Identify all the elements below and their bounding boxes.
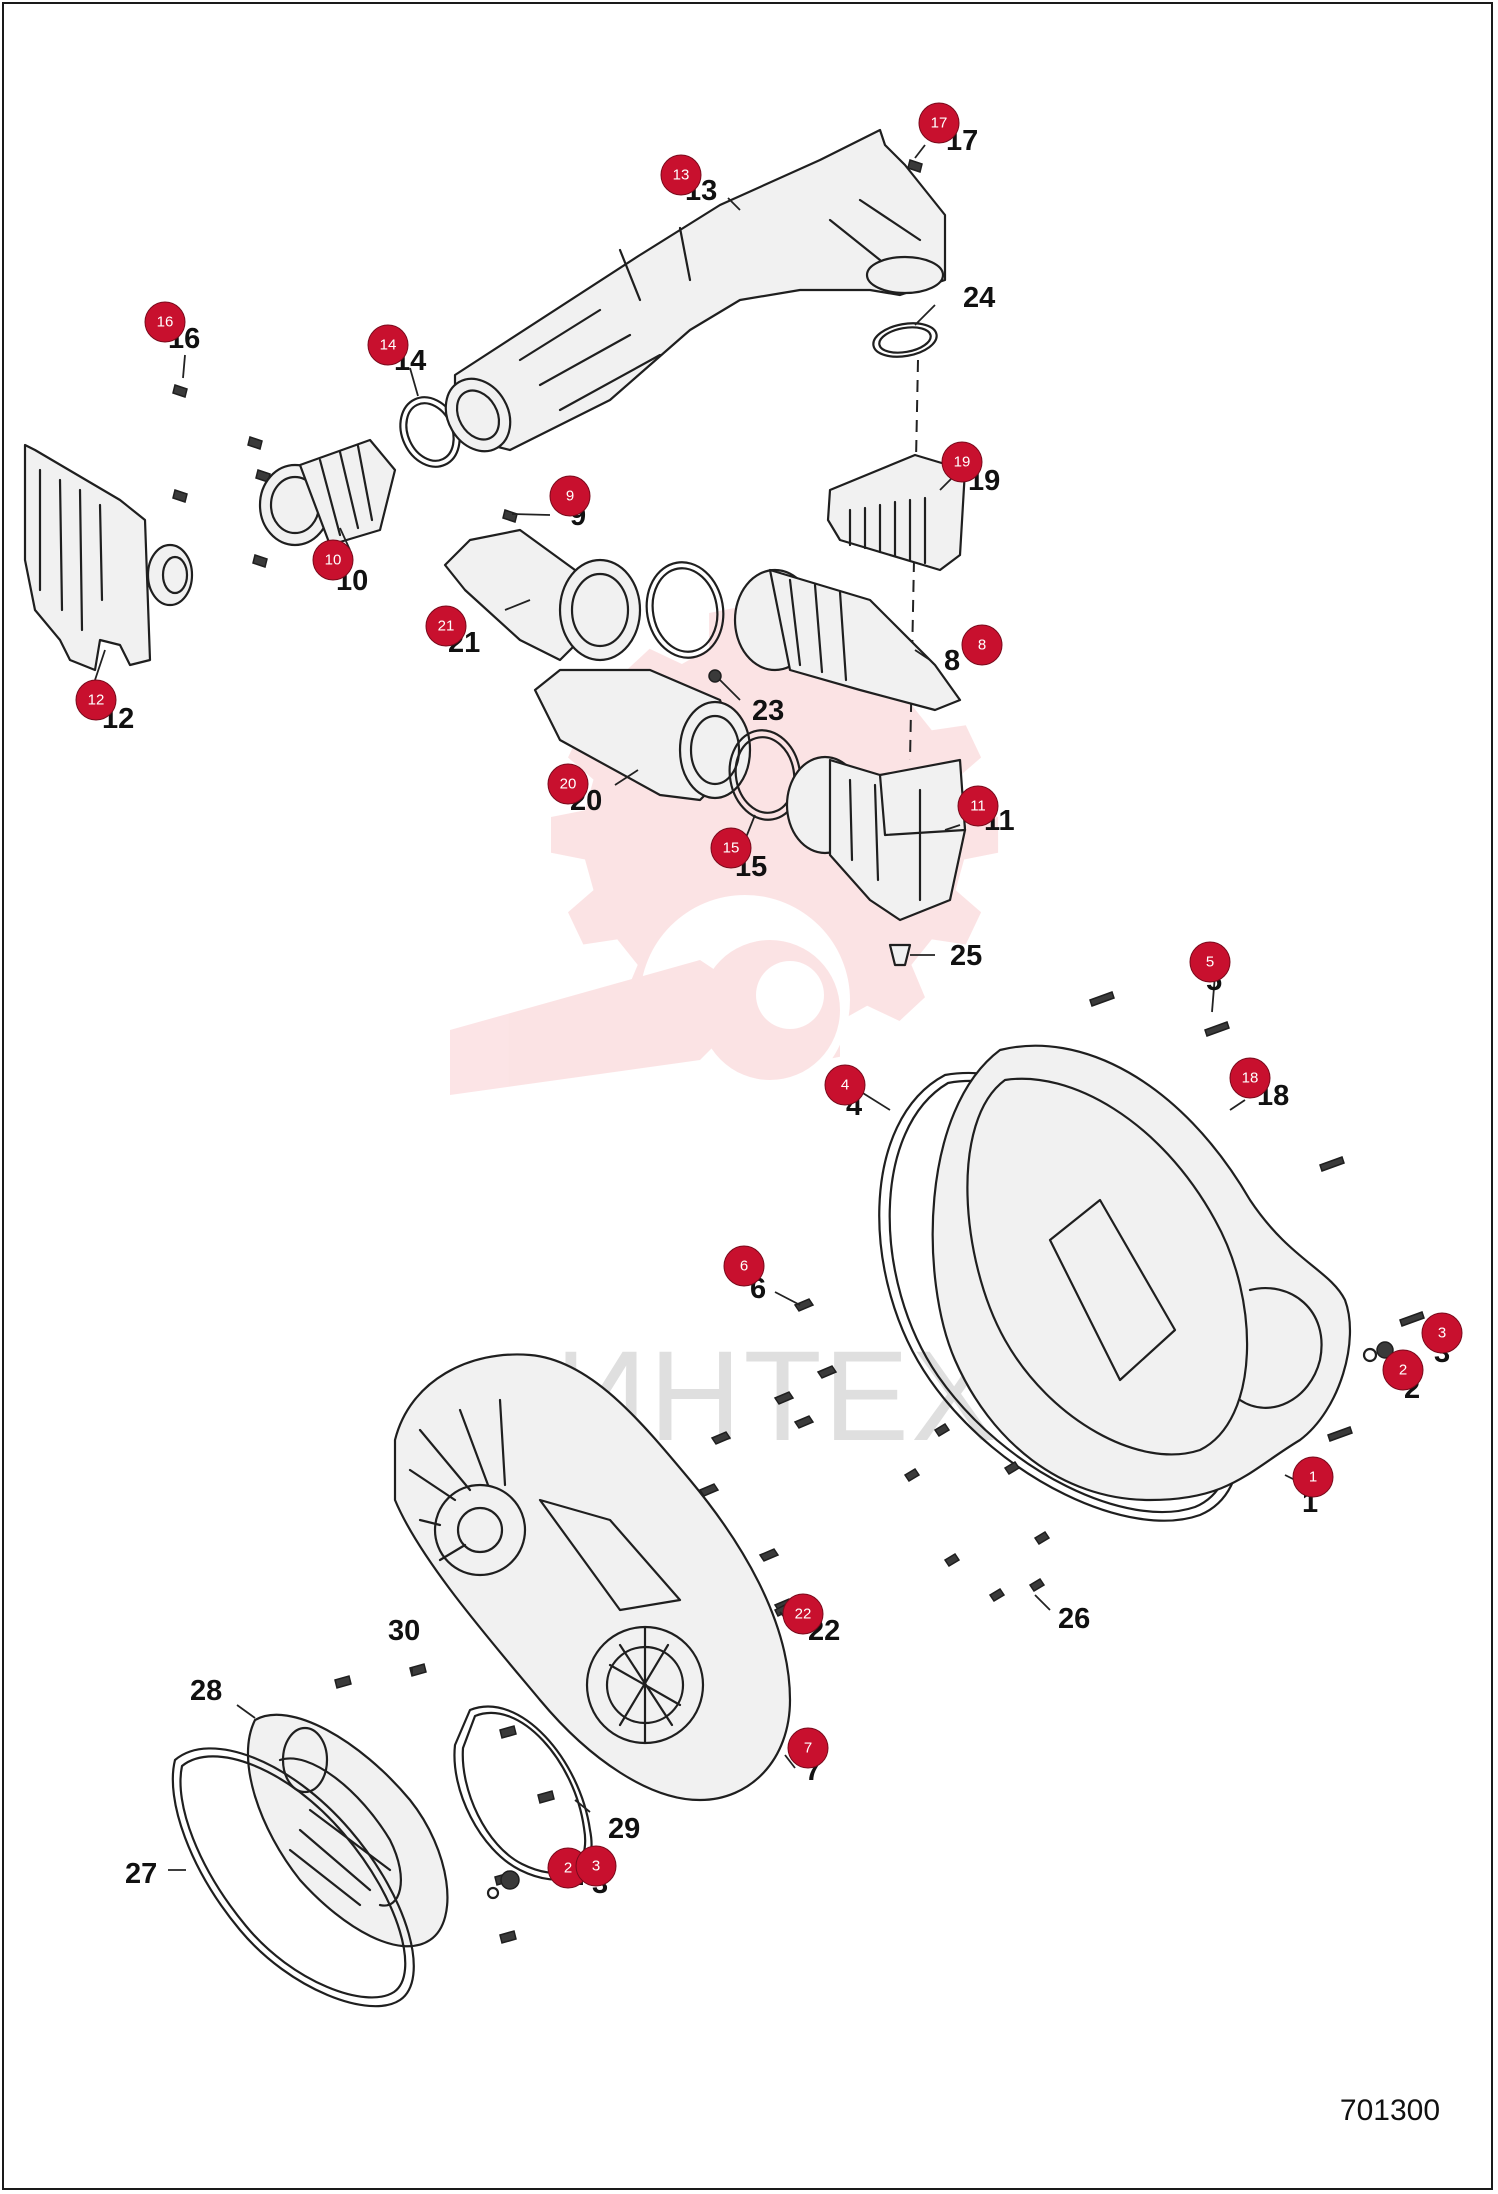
callout-badge-label-5: 5 [1206,954,1214,971]
callout-badge-3[interactable] [1421,1312,1463,1354]
callout-badge-18[interactable] [1229,1057,1271,1099]
callout-badge-label-3: 3 [1438,1325,1446,1342]
part-10-intake-boot [258,438,397,547]
part-21-duct-adaptor [443,528,642,662]
callout-number-28: 28 [190,1675,222,1707]
part-12-duct-housing [23,443,194,672]
callout-badge-15[interactable] [710,827,752,869]
callout-badge-label-13: 13 [673,167,690,184]
part-7-inner-cover [393,1353,792,1802]
callout-badge-7[interactable] [787,1727,829,1769]
callout-badge-16[interactable] [144,301,186,343]
callout-badge-4[interactable] [824,1064,866,1106]
callout-badge-13[interactable] [660,154,702,196]
callout-number-27: 27 [125,1858,157,1890]
callouts: 1122334455667788991010111112121313141415… [75,102,1463,1900]
part-19-grille [826,453,967,572]
callout-badge-label-11: 11 [970,798,986,815]
callout-badge-3[interactable] [575,1845,617,1887]
callout-number-26: 26 [1058,1603,1090,1635]
callout-badge-21[interactable] [425,605,467,647]
callout-badge-label-3: 3 [592,1858,600,1875]
callout-badge-label-4: 4 [841,1077,849,1094]
callout-badge-label-10: 10 [325,552,342,569]
callout-badge-10[interactable] [312,539,354,581]
part-13-intake-tube [444,128,947,453]
callout-badge-label-8: 8 [978,637,986,654]
callout-badge-22[interactable] [782,1593,824,1635]
callout-badge-17[interactable] [918,102,960,144]
callout-badge-19[interactable] [941,441,983,483]
part-17-screw [907,159,923,173]
part-20-lower-duct [533,668,752,802]
callout-badge-9[interactable] [549,475,591,517]
callout-number-29: 29 [608,1813,640,1845]
callout-badge-label-2: 2 [1399,1362,1407,1379]
part-16-screws [172,384,271,568]
callout-badge-2[interactable] [1382,1349,1424,1391]
part-1-outer-cover [931,1044,1352,1502]
part-6-screws [698,1298,838,1612]
callout-badge-8[interactable] [961,624,1003,666]
callout-badge-label-12: 12 [88,692,105,709]
part-8-outlet-duct [733,568,962,712]
callout-badge-1[interactable] [1292,1456,1334,1498]
part-24-clamp [872,322,938,358]
callout-badge-label-2: 2 [564,1860,572,1877]
watermark-wrench-icon [450,940,840,1095]
callout-number-8: 8 [944,645,960,677]
callout-number-30: 30 [388,1615,420,1647]
callout-badge-label-19: 19 [954,454,971,471]
part-25-fastener [888,943,912,967]
callout-badge-label-18: 18 [1242,1070,1259,1087]
callout-number-25: 25 [950,940,982,972]
callout-badge-label-7: 7 [804,1740,812,1757]
callout-number-24: 24 [963,282,995,314]
callout-badge-label-6: 6 [740,1258,748,1275]
callout-badge-label-1: 1 [1309,1469,1317,1486]
part-5-screws [1089,991,1425,1442]
callout-badge-label-9: 9 [566,488,574,505]
part-2-3-hardware-lower [486,1870,520,1900]
callout-badge-label-15: 15 [723,840,740,857]
callout-badge-label-20: 20 [560,776,577,793]
callout-badge-11[interactable] [957,785,999,827]
part-26-screws [903,1422,1051,1603]
callout-badge-label-17: 17 [931,115,948,132]
part-27-gasket [171,1747,415,2008]
part-28-bracket [246,1713,449,1948]
callout-badge-20[interactable] [547,763,589,805]
callout-badge-label-22: 22 [795,1606,812,1623]
part-23-nut [708,669,722,683]
callout-badge-label-16: 16 [157,314,174,331]
callout-badge-label-14: 14 [380,337,397,354]
callout-badge-6[interactable] [723,1245,765,1287]
callout-badge-label-21: 21 [438,618,455,635]
callout-badge-12[interactable] [75,679,117,721]
part-11-y-duct [785,755,967,922]
part-2-3-hardware-right [1362,1341,1394,1363]
leader-lines [94,144,1306,1871]
callout-badge-5[interactable] [1189,941,1231,983]
diagram-id: 701300 [1339,2094,1440,2127]
callout-badge-14[interactable] [367,324,409,366]
part-ring [645,561,725,659]
callout-number-23: 23 [752,695,784,727]
part-9-screw [502,509,518,523]
